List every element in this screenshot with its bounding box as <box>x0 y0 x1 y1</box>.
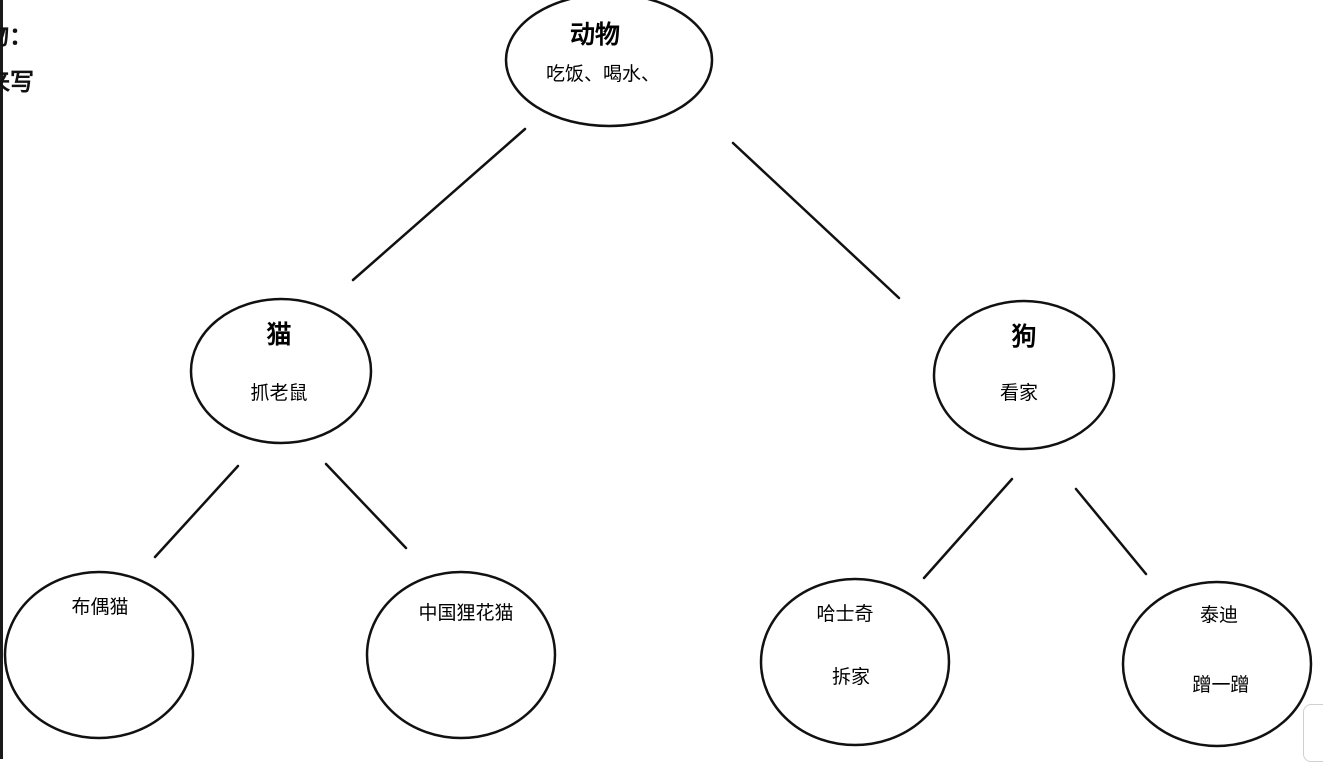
node-lihua-shape <box>365 570 557 740</box>
node-ragdoll-text: 布偶猫 <box>71 596 128 618</box>
node-ragdoll: 布偶猫 <box>3 570 195 740</box>
node-dog: 狗 看家 <box>932 299 1116 451</box>
connector-root-dog <box>731 141 901 300</box>
connector-cat-lihua <box>324 462 408 550</box>
node-husky-shape <box>759 577 951 747</box>
node-dog-text: 看家 <box>1000 382 1038 404</box>
connector-root-cat <box>351 127 527 282</box>
node-cat: 猫 抓老鼠 <box>189 297 373 445</box>
node-teddy-shape <box>1121 580 1313 748</box>
node-cat-text: 抓老鼠 <box>250 382 307 404</box>
node-animal-title: 动物 <box>570 20 620 49</box>
node-animal-text: 吃饭、喝水、 <box>546 63 660 85</box>
node-ragdoll-shape <box>3 570 195 740</box>
node-teddy-text2: 蹭一蹭 <box>1192 674 1249 696</box>
floating-panel-handle[interactable] <box>1303 704 1323 762</box>
node-lihua-text: 中国狸花猫 <box>418 602 513 624</box>
node-husky-text2: 拆家 <box>832 666 870 688</box>
left-window-edge <box>0 0 3 759</box>
left-text-fragment-2: 来写 <box>0 68 34 96</box>
node-lihua: 中国狸花猫 <box>365 570 557 740</box>
node-husky-text: 哈士奇 <box>816 603 873 625</box>
connector-cat-ragdoll <box>153 464 240 559</box>
node-animal-shape <box>504 0 714 128</box>
left-text-fragment-1: 物： <box>0 22 33 50</box>
connector-dog-husky <box>922 477 1014 580</box>
node-cat-title: 猫 <box>266 320 291 349</box>
node-cat-shape <box>189 297 373 445</box>
node-husky: 哈士奇 拆家 <box>759 577 951 747</box>
node-teddy-text: 泰迪 <box>1200 604 1238 626</box>
connector-dog-teddy <box>1074 487 1148 576</box>
node-animal: 动物 吃饭、喝水、 <box>504 0 714 128</box>
node-dog-title: 狗 <box>1011 322 1036 351</box>
node-teddy: 泰迪 蹭一蹭 <box>1121 580 1313 748</box>
node-dog-shape <box>932 299 1116 451</box>
